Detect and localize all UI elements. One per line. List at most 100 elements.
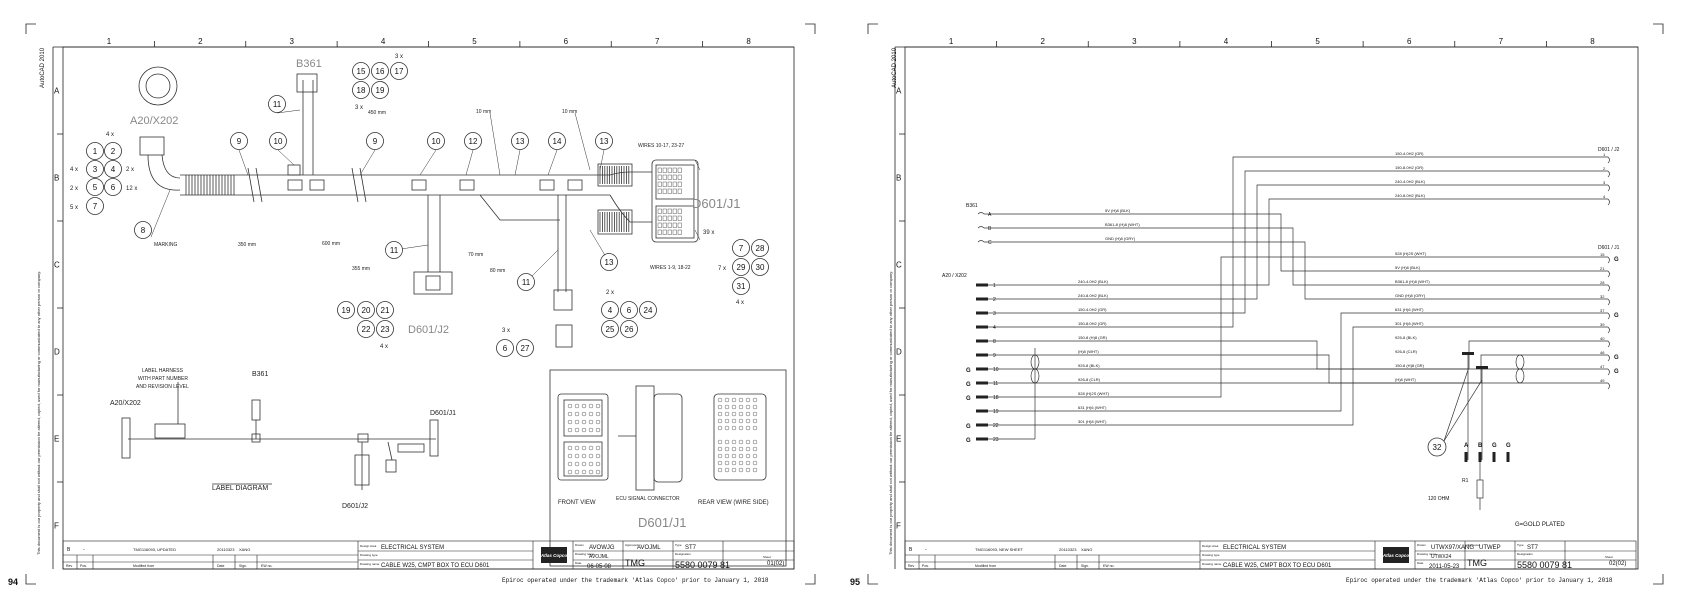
item-balloon-6: 6 bbox=[496, 339, 514, 357]
resistor-r1 bbox=[1476, 479, 1484, 499]
balloon-circle bbox=[376, 301, 394, 319]
leader-line bbox=[599, 149, 605, 171]
wire-j1-label-1: 528 (H)2S (WHT) bbox=[1395, 251, 1427, 256]
balloon-circle bbox=[357, 301, 375, 319]
a20-bend bbox=[147, 154, 181, 191]
wire-b361-label-3: GND (H)8 (GRY) bbox=[1105, 236, 1136, 241]
d601-j2-pin-4: 4 bbox=[1603, 194, 1606, 199]
a20-connector-inner bbox=[145, 73, 171, 99]
balloon-number: 12 bbox=[469, 137, 478, 146]
wire-j1-label-2: 5V (H)8 (BLK) bbox=[1395, 265, 1421, 270]
pin-socket bbox=[677, 188, 682, 194]
b361-pin-C: C bbox=[988, 240, 992, 246]
pin-dot bbox=[738, 439, 744, 445]
col-label: 4 bbox=[1224, 37, 1229, 46]
balloon-circle bbox=[595, 132, 613, 150]
item-balloon-32-number: 32 bbox=[1433, 443, 1442, 452]
page-95 bbox=[867, 23, 1664, 585]
company-logo-text: Atlas Copco bbox=[540, 553, 568, 558]
change-date: 20110323 bbox=[1059, 547, 1077, 552]
balloon-circle bbox=[732, 239, 750, 257]
a20-pin-19-terminal bbox=[976, 409, 988, 413]
balloon-number: 25 bbox=[606, 325, 615, 334]
crop-mark-bottom-left bbox=[867, 574, 878, 585]
a20-ground-g-23: G bbox=[966, 438, 971, 444]
type-value: ST7 bbox=[685, 545, 697, 551]
wires-bottom-label: WIRES 1-9, 18-22 bbox=[650, 265, 691, 271]
a20-pin-4: 4 bbox=[993, 325, 996, 331]
pin-marker-G-2: G bbox=[1492, 443, 1497, 449]
qty-left-12x: 12 x bbox=[126, 186, 137, 192]
d601-j2-pin-3: 3 bbox=[1603, 180, 1606, 185]
pin-marker-A-0: A bbox=[1464, 443, 1469, 449]
d601-j1-pin-terminal bbox=[1607, 284, 1610, 292]
col-label: 7 bbox=[1499, 37, 1504, 46]
balloon-number: 2 bbox=[111, 147, 116, 156]
company-logo-icon bbox=[541, 547, 567, 563]
drawn-label: Drawn bbox=[1417, 543, 1426, 547]
pin-dot bbox=[581, 411, 587, 417]
wire-j1-label-7: 925-8 (BLK) bbox=[1395, 335, 1417, 340]
pin-dot bbox=[595, 419, 601, 425]
d601-j1-pin-terminal bbox=[1607, 326, 1610, 334]
leader-line bbox=[419, 149, 437, 176]
d601-j1-name: D601/J1 bbox=[692, 196, 740, 211]
crop-mark-top-left bbox=[25, 23, 36, 34]
pin-dot bbox=[752, 439, 758, 445]
pin-dot bbox=[717, 411, 723, 417]
pin-dot bbox=[595, 469, 601, 475]
wire-a20-label-2: 240-8.0H2 (BLK) bbox=[1078, 293, 1109, 298]
pin-dot bbox=[717, 439, 723, 445]
pin-socket bbox=[662, 167, 667, 173]
wire-j1-label-8: 926-8 (CLR) bbox=[1395, 349, 1418, 354]
pin-socket bbox=[677, 229, 682, 235]
balloon-number: 21 bbox=[381, 306, 390, 315]
wire-a20-label-7: 925-8 (BLK) bbox=[1078, 363, 1100, 368]
qty-left-5x: 5 x bbox=[70, 205, 78, 211]
balloon-number: 14 bbox=[553, 137, 562, 146]
item-balloon-10: 10 bbox=[269, 132, 287, 150]
balloon-number: 1 bbox=[93, 147, 98, 156]
balloon-number: 16 bbox=[376, 67, 385, 76]
wire-j2-label-2: 150-8.0H2 (GR) bbox=[1395, 165, 1424, 170]
col-rev: Rev bbox=[908, 564, 914, 568]
balloon-circle bbox=[517, 273, 535, 291]
category-code: TMG bbox=[625, 558, 645, 568]
pin-dot bbox=[574, 419, 580, 425]
item-balloon-2: 2 bbox=[104, 142, 122, 160]
pin-socket bbox=[657, 167, 662, 173]
wire-j1-label-9: 150-8 (H)8 (GR) bbox=[1395, 363, 1425, 368]
d601-j1-pin-37: 37 bbox=[1600, 308, 1605, 313]
balloon-number: 20 bbox=[362, 306, 371, 315]
balloon-circle bbox=[464, 132, 482, 150]
pin-dot bbox=[745, 460, 751, 466]
pin-socket bbox=[657, 208, 662, 214]
row-label: C bbox=[896, 261, 902, 270]
pin-marker-terminal bbox=[1478, 452, 1482, 462]
pin-dot bbox=[724, 446, 730, 452]
d601-j1-pin-21: 21 bbox=[1600, 266, 1605, 271]
balloon-number: 4 bbox=[608, 306, 613, 315]
b361-pin-B: B bbox=[988, 226, 992, 232]
d601-j1-pin-47: 47 bbox=[1600, 364, 1605, 369]
item-balloon-8: 8 bbox=[134, 221, 152, 239]
d601-j2-pin-terminal bbox=[1607, 156, 1610, 164]
a20-pin-1-terminal bbox=[976, 283, 988, 287]
pin-dot bbox=[731, 411, 737, 417]
d601-j1-pinblock-bottom bbox=[655, 205, 695, 239]
change-date: 20110323 bbox=[217, 547, 235, 552]
wire-b361-2 bbox=[984, 227, 1608, 286]
pin-dot bbox=[752, 411, 758, 417]
a20-pin-22: 22 bbox=[993, 423, 999, 429]
pin-dot bbox=[724, 460, 730, 466]
col-label: 2 bbox=[198, 37, 203, 46]
d601-j1-connector bbox=[651, 159, 699, 243]
label-d601-j1-box bbox=[429, 419, 439, 457]
pin-socket bbox=[677, 167, 682, 173]
pin-dot bbox=[595, 461, 601, 467]
balloon-number: 19 bbox=[376, 86, 385, 95]
label-joint-2 bbox=[357, 433, 369, 443]
a20-ground-g-18: G bbox=[966, 396, 971, 402]
balloon-circle bbox=[86, 197, 104, 215]
